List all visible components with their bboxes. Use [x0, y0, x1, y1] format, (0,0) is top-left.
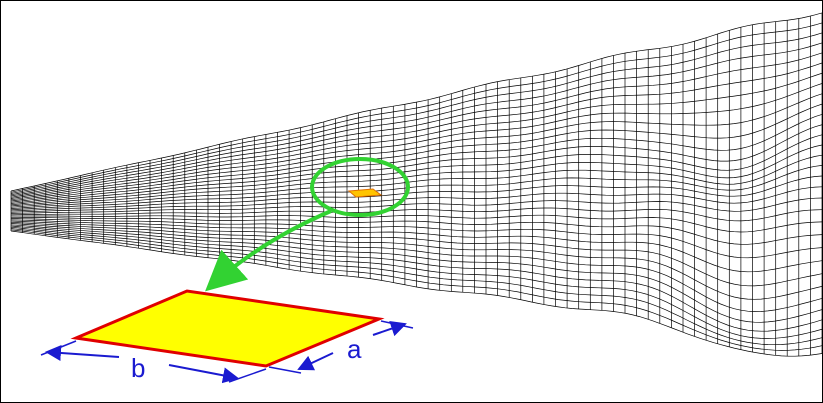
mesh-line: [11, 216, 822, 245]
mesh-line: [10, 219, 822, 273]
mesh-line: [10, 114, 822, 204]
mesh-line: [10, 226, 822, 339]
mesh-line: [10, 230, 822, 357]
mesh-line: [10, 62, 822, 198]
mesh-line: [10, 22, 822, 193]
mesh-line: [10, 93, 822, 202]
mesh-line: [10, 32, 822, 194]
callout-arrow: [205, 209, 332, 292]
mesh-line: [10, 197, 822, 214]
mesh-line: [10, 224, 822, 323]
mesh-line: [10, 229, 822, 351]
mesh-line: [10, 72, 822, 199]
mesh-line: [10, 175, 822, 212]
mesh-line: [10, 165, 822, 211]
enlarged-element: [70, 289, 385, 368]
dimension-b: b: [40, 340, 267, 384]
dimension-a: a: [268, 320, 414, 374]
mesh-line: [10, 52, 822, 197]
dimension-b-label: b: [131, 353, 145, 383]
mesh-line: [10, 221, 822, 300]
mesh-line: [10, 218, 822, 259]
mesh-line: [10, 225, 822, 332]
mesh-line: [11, 214, 822, 233]
mesh-line: [10, 83, 822, 201]
mesh-line: [10, 207, 822, 222]
dimension-a-label: a: [347, 334, 362, 364]
mesh-line: [10, 220, 822, 287]
mesh-line: [10, 154, 822, 209]
mesh-line: [10, 12, 822, 192]
mesh-line: [10, 124, 822, 206]
mesh-line: [10, 186, 822, 213]
mesh-line: [10, 42, 822, 196]
highlighted-mesh-element: [347, 188, 383, 198]
mesh-line: [10, 223, 822, 312]
mesh-surface: [10, 12, 822, 357]
mesh-line: [10, 103, 822, 203]
mesh-line: [10, 144, 822, 208]
mesh-line: [10, 228, 822, 346]
mesh-line: [10, 134, 822, 207]
callout-circle: [310, 157, 410, 217]
